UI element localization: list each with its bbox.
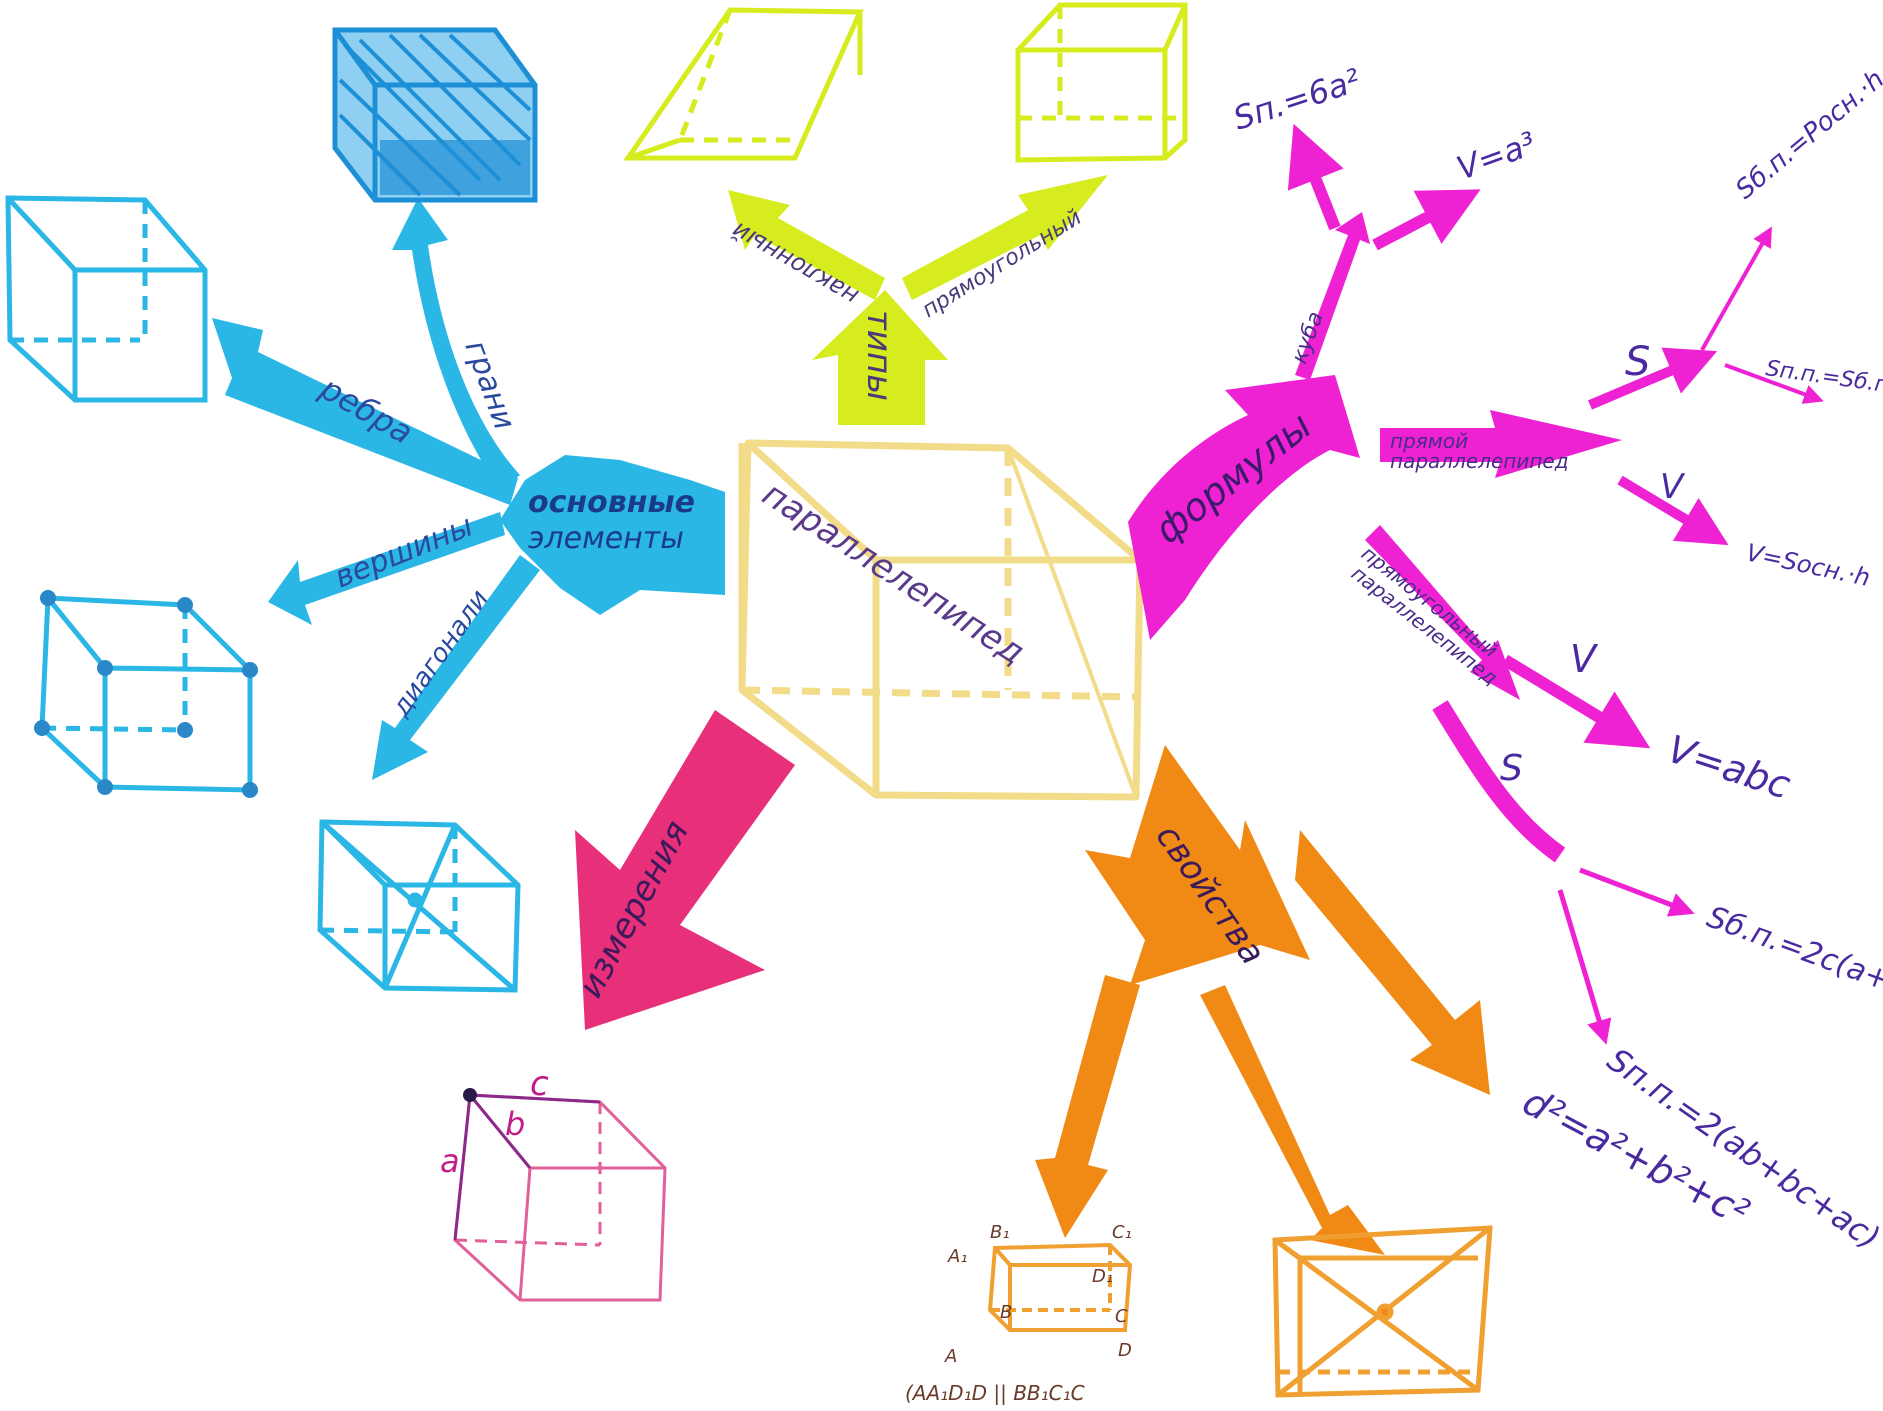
right-branch-label-1: прямой <box>1390 429 1468 453</box>
rect-total-arrow <box>1557 889 1612 1045</box>
properties-arrow-1 <box>1035 975 1140 1238</box>
right-volume-formula: V=Sосн.·h <box>1744 538 1873 592</box>
vertex-label-A: A <box>944 1346 957 1367</box>
elements-hub-arrow <box>500 455 725 615</box>
vertex-label-D1: D₁ <box>1092 1266 1113 1287</box>
cube-surface-formula: Sп.=6a² <box>1229 61 1366 138</box>
measure-hub-arrow <box>575 710 795 1030</box>
measure-dim-c: c <box>530 1064 549 1104</box>
measure-dim-a: a <box>440 1142 460 1180</box>
measure-cube <box>453 1093 667 1302</box>
right-lateral-formula: Sб.п.=Pосн.·h <box>1730 64 1883 205</box>
vertex-label-B: B <box>1000 1302 1012 1323</box>
rectangular-arrow <box>902 175 1108 300</box>
right-s-arrow <box>1588 347 1718 410</box>
measure-dim-b: b <box>505 1105 525 1143</box>
vertex-label-C1: C₁ <box>1112 1222 1132 1243</box>
diagonals-arrow <box>372 555 540 780</box>
vertex-label-D: D <box>1118 1340 1132 1361</box>
vertices-arrow <box>268 512 505 625</box>
measure-origin-dot <box>463 1088 477 1102</box>
types-hub-arrow <box>812 290 948 425</box>
rect-volume-formula: V=abc <box>1662 727 1796 808</box>
center-parallelepiped <box>738 439 1144 801</box>
cube-volume-formula: V=a³ <box>1452 124 1541 187</box>
cube-s-arrow <box>1287 123 1344 231</box>
diagonals-prism <box>1272 1225 1493 1398</box>
rect-branch-arrow <box>1365 525 1520 700</box>
inclined-prism <box>623 7 864 161</box>
vertex-dots <box>34 590 258 798</box>
diagonals-cube <box>317 819 521 993</box>
vertex-label-A1: A₁ <box>947 1246 968 1267</box>
rect-s-arrow <box>1432 700 1566 863</box>
elements-hub-label-1: основные <box>528 485 695 520</box>
center-label: параллелепипед <box>755 474 1031 673</box>
rect-lateral-formula: Sб.п.=2c(a+b) <box>1702 900 1883 1009</box>
measure-dim-arrows <box>453 1093 601 1241</box>
vertices-cube <box>39 595 253 793</box>
cube-v-arrow <box>1372 189 1481 251</box>
properties-arrow-2 <box>1200 985 1385 1255</box>
faces-arrow <box>392 198 520 490</box>
types-hub-label: типы <box>859 310 899 401</box>
faces-cube <box>332 27 538 203</box>
rect-v-letter: V <box>1570 637 1599 681</box>
properties-hub-arrow <box>1085 745 1310 985</box>
inclined-arrow <box>728 190 885 300</box>
right-total-arrow <box>1724 363 1824 404</box>
cube-branch-arrow <box>1295 212 1370 380</box>
right-branch-arrow <box>1380 410 1622 478</box>
rect-s-letter: S <box>1500 748 1523 789</box>
rect-lateral-arrow <box>1579 867 1695 917</box>
rectangular-prism <box>1015 2 1188 163</box>
elements-hub-label-2: элементы <box>528 521 684 556</box>
right-s-letter: S <box>1625 339 1650 385</box>
diagonals-label: диагонали <box>386 585 495 723</box>
rect-v-arrow <box>1501 654 1651 749</box>
formulas-hub-arrow <box>1128 375 1360 640</box>
right-v-arrow <box>1617 475 1729 546</box>
properties-prism <box>987 1242 1133 1332</box>
right-v-letter: V <box>1660 467 1686 507</box>
vertex-label-C: C <box>1115 1306 1128 1327</box>
vertex-label-B1: B₁ <box>990 1222 1010 1243</box>
properties-note: (AA₁D₁D || BB₁C₁C <box>905 1381 1085 1405</box>
diag-formula: d²=a²+b²+c² <box>1516 1079 1756 1235</box>
edges-cube <box>5 195 208 403</box>
edges-arrow <box>212 318 518 505</box>
right-lateral-arrow <box>1700 226 1772 351</box>
properties-arrow-3 <box>1295 830 1490 1095</box>
right-branch-label-2: параллелепипед <box>1390 449 1569 473</box>
